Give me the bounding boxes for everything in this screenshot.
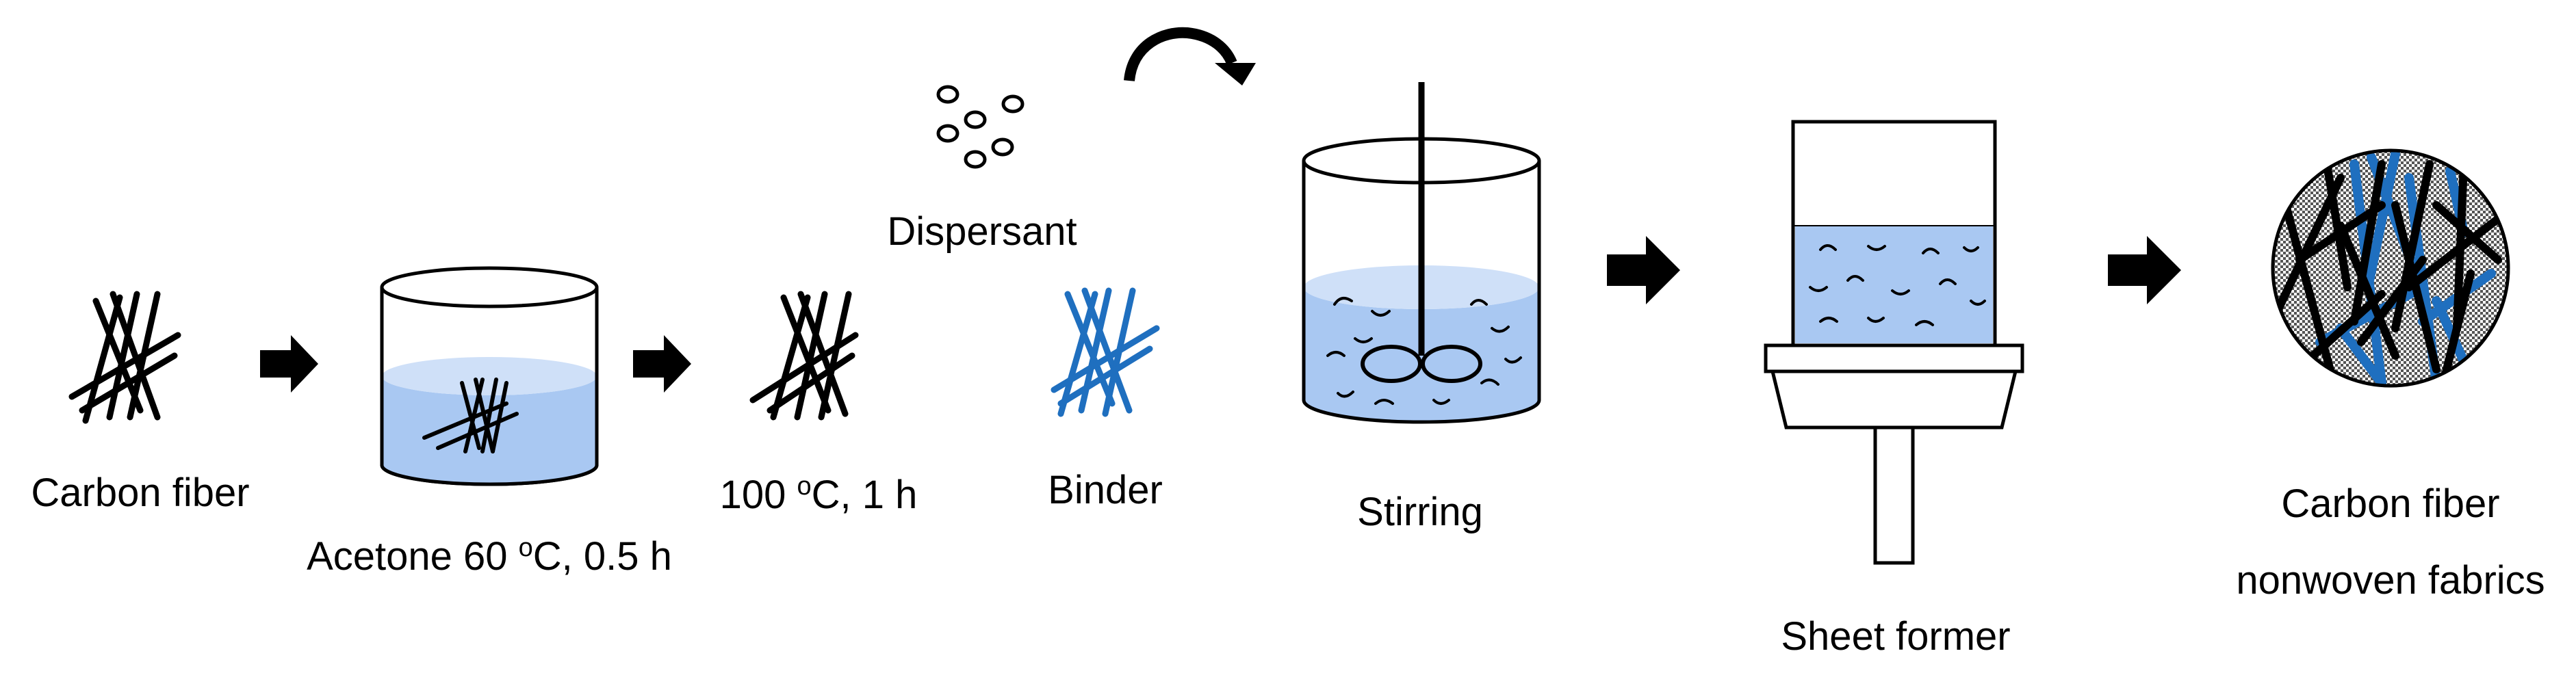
arrow-3-icon xyxy=(1607,236,1680,304)
label-acetone-step: Acetone 60 oC, 0.5 h xyxy=(307,535,672,577)
label-product-line1: Carbon fiber xyxy=(2281,481,2500,526)
label-drying-step: 100 oC, 1 h xyxy=(720,473,918,515)
stirring-tank xyxy=(1302,82,1541,424)
label-dispersant: Dispersant xyxy=(887,209,1077,254)
arrow-1-icon xyxy=(260,335,318,393)
dry-suffix: C, 1 h xyxy=(811,473,918,517)
acetone-prefix: Acetone 60 xyxy=(307,534,519,579)
label-binder: Binder xyxy=(1048,468,1163,512)
dry-degree: o xyxy=(797,472,812,501)
curved-arrow-icon xyxy=(1124,27,1256,85)
label-sheet-former: Sheet former xyxy=(1781,614,2011,659)
dry-prefix: 100 xyxy=(719,473,797,517)
acetone-beaker xyxy=(380,266,599,486)
dispersant-particles xyxy=(936,85,1025,169)
arrow-4-icon xyxy=(2108,236,2181,304)
carbon-fiber-bundle xyxy=(68,291,181,424)
binder-fibers xyxy=(1051,287,1160,417)
label-product-line2: nonwoven fabrics xyxy=(2236,558,2545,603)
acetone-degree: o xyxy=(518,533,533,562)
arrow-2-icon xyxy=(633,335,691,393)
acetone-suffix: C, 0.5 h xyxy=(532,534,672,579)
sheet-former xyxy=(1764,120,2024,565)
nonwoven-fabric xyxy=(2271,148,2510,388)
label-stirring: Stirring xyxy=(1357,490,1483,534)
label-carbon-fiber: Carbon fiber xyxy=(31,471,250,515)
dried-carbon-fiber xyxy=(749,291,859,421)
